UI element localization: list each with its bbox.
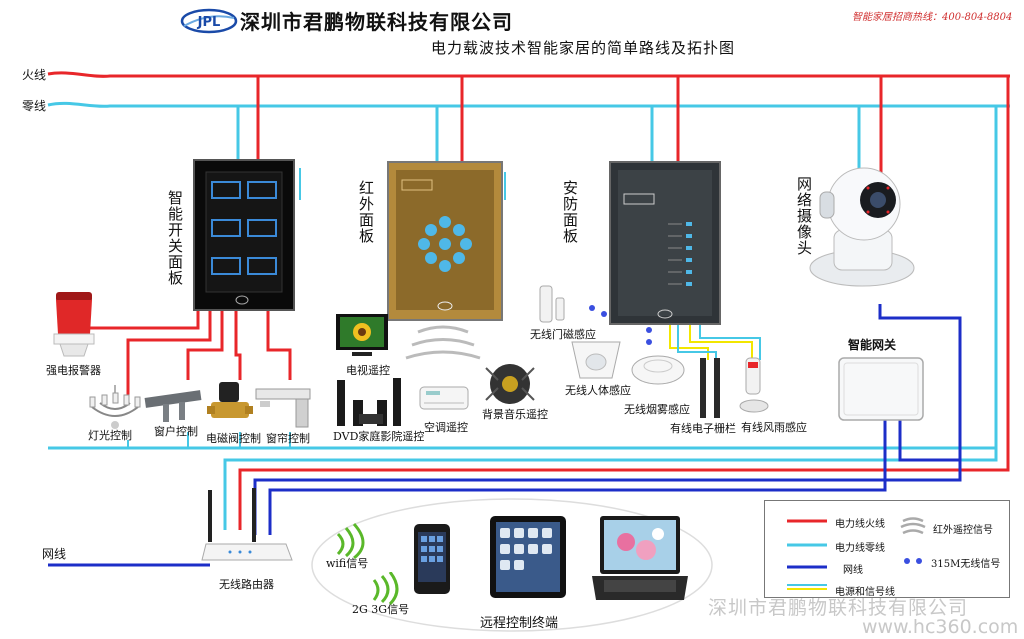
smart-gateway bbox=[838, 357, 924, 421]
live-wire-label: 火线 bbox=[22, 68, 47, 82]
valve-device bbox=[207, 382, 253, 418]
watermark-company: 深圳市君鹏物联科技有限公司 bbox=[708, 597, 969, 619]
diagram-subtitle: 电力载波技术智能家居的简单路线及拓扑图 bbox=[431, 39, 736, 57]
dvd-label: DVD家庭影院遥控 bbox=[333, 430, 425, 443]
music-label: 背景音乐遥控 bbox=[482, 408, 548, 421]
mobile-signal-icon bbox=[372, 572, 399, 606]
company-logo: JPL bbox=[180, 8, 238, 34]
ir-panel bbox=[387, 161, 503, 321]
company-name: 深圳市君鹏物联科技有限公司 bbox=[240, 10, 513, 34]
wind-rain-label: 有线风雨感应 bbox=[741, 421, 807, 434]
camera-label: 网络摄像头 bbox=[795, 176, 813, 256]
smoke-label: 无线烟雾感应 bbox=[624, 403, 690, 416]
alarm-device bbox=[53, 292, 95, 357]
network-camera bbox=[809, 167, 915, 287]
legend-ir-swatch bbox=[900, 517, 926, 535]
live-drops bbox=[238, 76, 1010, 530]
window-label: 窗户控制 bbox=[154, 425, 198, 438]
pir-label: 无线人体感应 bbox=[565, 384, 631, 397]
smartphone-device bbox=[414, 524, 450, 594]
gateway-label: 智能网关 bbox=[848, 338, 897, 352]
laptop-device bbox=[592, 516, 688, 600]
security-panel-label: 安防面板 bbox=[561, 180, 579, 244]
tablet-device bbox=[490, 516, 566, 598]
door-sensor-device bbox=[539, 285, 565, 323]
switch-panel-label: 智能开关面板 bbox=[166, 190, 184, 286]
tv-device bbox=[336, 314, 388, 356]
svg-text:JPL: JPL bbox=[197, 15, 221, 30]
legend-swatches bbox=[787, 517, 926, 590]
legend-network-label: 网线 bbox=[843, 565, 863, 576]
hotline-text: 智能家居招商热线：400-804-8804 bbox=[852, 12, 1013, 23]
tv-label: 电视遥控 bbox=[346, 364, 390, 377]
legend-neutral-label: 电力线零线 bbox=[835, 543, 885, 554]
security-panel bbox=[609, 161, 721, 325]
pir-sensor-device bbox=[571, 341, 621, 379]
dvd-theater-device bbox=[337, 378, 401, 426]
wifi-signal-icon bbox=[336, 522, 365, 560]
legend-live-label: 电力线火线 bbox=[835, 519, 885, 530]
ir-signal-arcs bbox=[405, 325, 481, 360]
alarm-label: 强电报警器 bbox=[46, 364, 101, 377]
legend-power-label: 电源和信号线 bbox=[835, 587, 895, 598]
aircon-device bbox=[419, 386, 469, 410]
door-sensor-label: 无线门磁感应 bbox=[530, 328, 596, 341]
neutral-wire-main bbox=[47, 101, 1010, 108]
legend-rf-label: 315M无线信号 bbox=[931, 559, 1001, 570]
music-device bbox=[485, 364, 535, 404]
wifi-label: wifi信号 bbox=[326, 557, 369, 570]
live-wire-main bbox=[47, 71, 1010, 78]
chandelier-device bbox=[89, 385, 141, 429]
router-label: 无线路由器 bbox=[219, 578, 274, 591]
aircon-label: 空调遥控 bbox=[424, 421, 468, 434]
curtain-motor-device bbox=[255, 388, 311, 428]
mobile-label: 2G 3G信号 bbox=[352, 603, 410, 616]
fence-label: 有线电子栅栏 bbox=[670, 422, 736, 435]
window-opener-device bbox=[144, 390, 202, 422]
terminal-label: 远程控制终端 bbox=[480, 616, 559, 631]
legend-rf-swatch bbox=[904, 558, 922, 564]
smoke-sensor-device bbox=[631, 355, 685, 385]
wind-rain-device bbox=[739, 357, 769, 413]
watermark-site: www.hc360.com bbox=[862, 616, 1019, 638]
switch-outputs bbox=[80, 305, 292, 405]
legend-ir-label: 红外遥控信号 bbox=[933, 525, 993, 536]
neutral-drops bbox=[223, 106, 998, 530]
network-wire-label: 网线 bbox=[42, 547, 67, 561]
ir-panel-label: 红外面板 bbox=[357, 180, 375, 244]
curtain-label: 窗帘控制 bbox=[266, 432, 310, 445]
wireless-router bbox=[201, 488, 293, 561]
fence-device bbox=[700, 358, 720, 418]
valve-label: 电磁阀控制 bbox=[206, 432, 261, 445]
neutral-wire-label: 零线 bbox=[22, 99, 47, 113]
legend: 电力线火线 电力线零线 网线 电源和信号线 红外遥控信号 315M无线信号 bbox=[764, 500, 1010, 598]
lighting-label: 灯光控制 bbox=[88, 429, 132, 442]
smart-switch-panel bbox=[193, 159, 295, 311]
